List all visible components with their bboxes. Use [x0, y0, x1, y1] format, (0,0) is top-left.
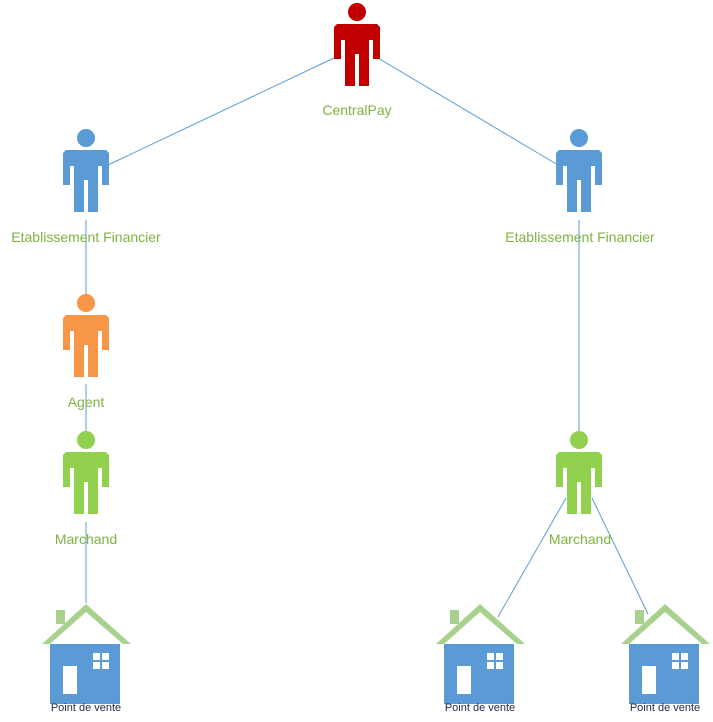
link-merchant-right-pos-mid: [497, 497, 567, 618]
link-central-financial-left: [107, 57, 335, 166]
financial-right-person-icon: [556, 129, 602, 212]
agent-person-icon: [63, 294, 109, 377]
connectors: [85, 57, 649, 618]
link-merchant-right-pos-right: [591, 497, 649, 615]
link-central-financial-right: [377, 57, 559, 166]
financial-left-label: Etablissement Financier: [11, 229, 161, 245]
pos-left-label: Point de vente: [51, 702, 121, 714]
merchant-left-label: Marchand: [55, 531, 117, 547]
pos-mid-house-icon: [436, 604, 525, 704]
merchant-right-person-icon: [556, 431, 602, 514]
pos-mid-label: Point de vente: [445, 702, 515, 714]
central-label: CentralPay: [322, 102, 391, 118]
pos-right-label: Point de vente: [630, 702, 700, 714]
pos-right-house-icon: [621, 604, 710, 704]
central-person-icon: [334, 3, 380, 86]
pos-left-house-icon: [42, 604, 131, 704]
merchant-left-person-icon: [63, 431, 109, 514]
agent-label: Agent: [68, 394, 105, 410]
financial-right-label: Etablissement Financier: [505, 229, 655, 245]
merchant-right-label: Marchand: [549, 531, 611, 547]
financial-left-person-icon: [63, 129, 109, 212]
